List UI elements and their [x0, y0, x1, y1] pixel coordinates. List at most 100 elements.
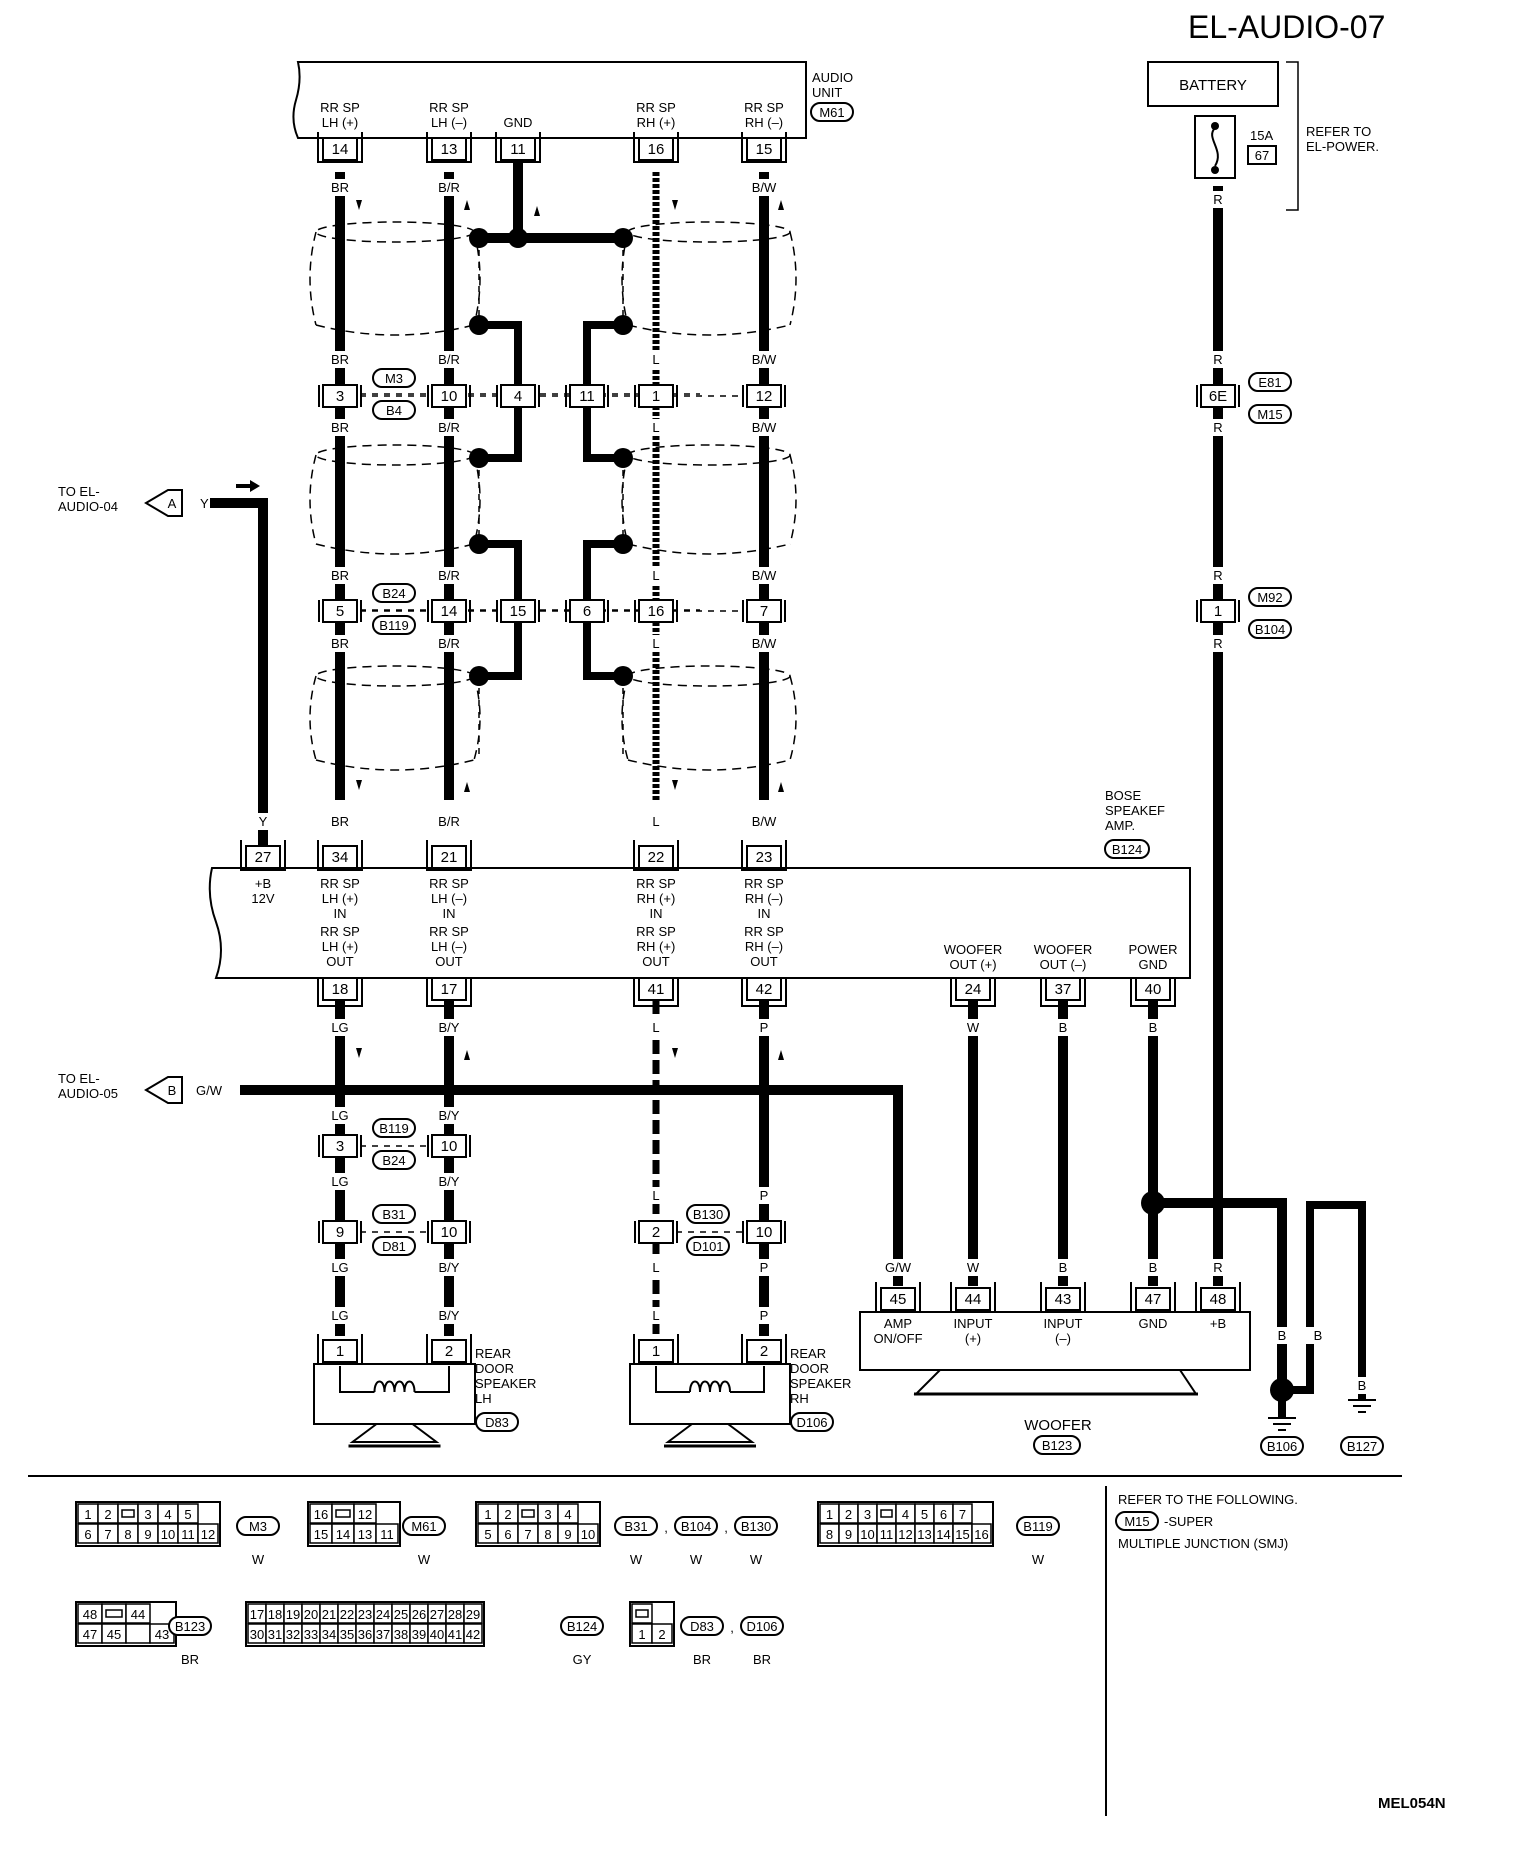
legend-c6-bot-7: 37	[376, 1627, 390, 1642]
speaker-rh-connector-label: D106	[796, 1415, 827, 1430]
amp-out-l1-6: POWER	[1128, 942, 1177, 957]
legend-c6-top-1: 18	[268, 1607, 282, 1622]
woofer-term-l1-3: GND	[1139, 1316, 1168, 1331]
row4-conn-b-label: D81	[382, 1239, 406, 1254]
wire-label-br_b-20: B/R	[438, 636, 460, 651]
amp-in-l2-0: 12V	[251, 891, 274, 906]
amp-out-pin-5: 37	[1040, 977, 1086, 1007]
amp-out-pin-label-5: 37	[1055, 981, 1072, 998]
legend-c3-top-0: 1	[484, 1507, 491, 1522]
legend-c4-bot-6: 14	[936, 1527, 950, 1542]
row3-pin-1: 10	[427, 1134, 471, 1158]
audio-term-label1-1: RR SP	[429, 100, 469, 115]
row4-conn-d: D101	[686, 1236, 730, 1256]
amp-in-l1-0: +B	[255, 876, 271, 891]
shield	[621, 221, 797, 336]
woofer: WOOFER B123	[859, 1311, 1251, 1455]
row2-pin-3-label: 6	[583, 603, 591, 620]
ground-icon	[1268, 1417, 1296, 1431]
legend-c4-bot-8: 16	[974, 1527, 988, 1542]
wire-label-g_w-50: G/W	[885, 1260, 912, 1275]
audio-term-pin-4: 15	[741, 132, 787, 163]
grounds: B106 B127	[1260, 1399, 1384, 1456]
legend-c3-name-2-label: B130	[741, 1519, 771, 1534]
legend-c3-comma-1: ,	[724, 1520, 728, 1535]
speaker-lh-label-2: SPEAKER	[475, 1376, 536, 1391]
amp-out-pin-label-6: 40	[1145, 981, 1162, 998]
amp-in-pin-0-label: 27	[255, 849, 272, 866]
refer-note: REFER TO THE FOLLOWING. M15 -SUPER MULTI…	[1115, 1492, 1298, 1551]
wire-label-lg-38: LG	[331, 1174, 348, 1189]
ground-B106: B106	[1260, 1417, 1304, 1456]
amp-in-l2-1: LH (+)	[322, 891, 358, 906]
legend-c4-top-0: 1	[826, 1507, 833, 1522]
amp-label-2: SPEAKEF	[1105, 803, 1165, 818]
row1-bat-pin: 6E	[1196, 384, 1240, 408]
amp-out-l2-6: GND	[1139, 957, 1168, 972]
row1-conn-b-label: B4	[386, 403, 402, 418]
legend-c3-name-1-label: B104	[681, 1519, 711, 1534]
woofer-term-l1-4: +B	[1210, 1316, 1226, 1331]
legend-c1-bot-2: 8	[124, 1527, 131, 1542]
wire-label-l-11: L	[652, 420, 659, 435]
audio-term-label1-0: RR SP	[320, 100, 360, 115]
ground-B127: B127	[1340, 1399, 1384, 1456]
legend-c3-bot-3: 8	[544, 1527, 551, 1542]
wire-label-w-33: W	[967, 1020, 980, 1035]
to-audio04-line1: TO EL-	[58, 484, 100, 499]
row4-pin-2: 2	[634, 1220, 678, 1244]
bose-speaker-amp: BOSE SPEAKEF AMP. B124	[208, 788, 1191, 979]
off-page-connector-a	[144, 489, 183, 517]
legend-c5-bot-3: 43	[155, 1627, 169, 1642]
signal-arrows	[236, 200, 784, 1060]
woofer-pin-1-label: 44	[965, 1291, 982, 1308]
legend-c6-bot-10: 40	[430, 1627, 444, 1642]
amp-in-pin-2: 21	[426, 840, 472, 871]
audio-term-label2-2: GND	[504, 115, 533, 130]
amp-out-l1-4: WOOFER	[944, 942, 1003, 957]
legend-c6-bot-3: 33	[304, 1627, 318, 1642]
row2-pin-1-label: 14	[441, 603, 458, 620]
legend-c6-top-3: 20	[304, 1607, 318, 1622]
amp-in-l3-3: IN	[650, 906, 663, 921]
amp-out-pin-6: 40	[1130, 977, 1176, 1007]
wire-label-br-19: BR	[331, 636, 349, 651]
legend-c2-color-0: W	[418, 1552, 431, 1567]
wire-label-b_w-2: B/W	[752, 180, 777, 195]
row3-conn-b: B24	[372, 1150, 416, 1170]
shield	[621, 665, 797, 771]
shield-drains	[360, 238, 700, 760]
amp-out-pin-label-2: 41	[648, 981, 665, 998]
legend-c4-bot-0: 8	[826, 1527, 833, 1542]
woofer-pin-2: 43	[1040, 1282, 1086, 1313]
amp-out-l1-3: RR SP	[744, 924, 784, 939]
woofer-pin-4: 48	[1195, 1282, 1241, 1313]
audio-term-label1-4: RR SP	[744, 100, 784, 115]
woofer-term-l2-1: (+)	[965, 1331, 981, 1346]
amp-out-l2-1: LH (–)	[431, 939, 467, 954]
row4-conn-d-label: D101	[692, 1239, 723, 1254]
row2-bat-conn-a-label: M92	[1257, 590, 1282, 605]
legend-c5-bot-1: 45	[107, 1627, 121, 1642]
audio-unit: AUDIO UNIT M61	[292, 61, 854, 139]
junction-dots	[469, 228, 1294, 1402]
refer-el-power-1: REFER TO	[1306, 124, 1371, 139]
row1-pin-5: 12	[742, 384, 786, 408]
wire-label-b_y-39: B/Y	[439, 1174, 460, 1189]
amp-out-l2-0: LH (+)	[322, 939, 358, 954]
wire-label-w-51: W	[967, 1260, 980, 1275]
row1-bat-conn-a-label: E81	[1258, 375, 1281, 390]
row1-conn-b: B4	[372, 400, 416, 420]
amp-out-l2-2: RH (+)	[637, 939, 676, 954]
fuse-amps: 15A	[1250, 128, 1273, 143]
legend-c4-name-0: B119	[1016, 1516, 1060, 1536]
legend-c6-bot-0: 30	[250, 1627, 264, 1642]
legend-c4-color-0: W	[1032, 1552, 1045, 1567]
wire-label-br_b-15: B/R	[438, 568, 460, 583]
legend-c7-bot-1: 2	[658, 1627, 665, 1642]
row1-pin-1: 10	[427, 384, 471, 408]
woofer-pin-2-label: 43	[1055, 1291, 1072, 1308]
legend-c6-bot-6: 36	[358, 1627, 372, 1642]
